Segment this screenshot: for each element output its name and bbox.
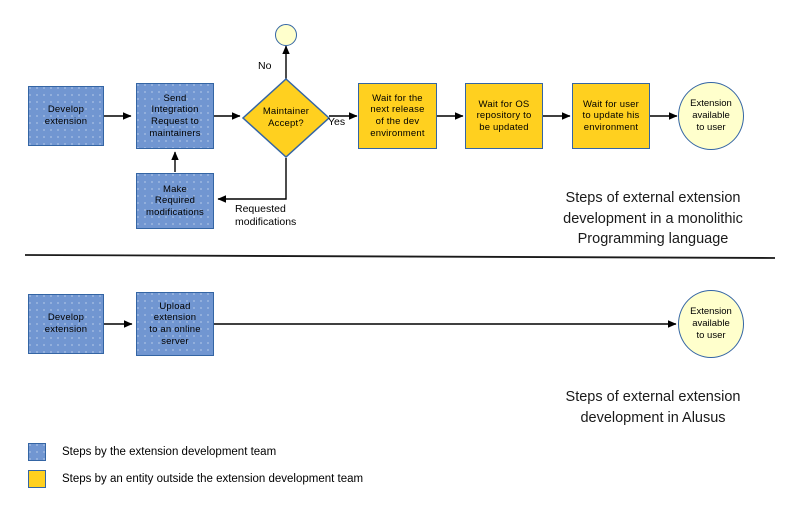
legend-item-yellow: Steps by an entity outside the extension… [28, 470, 363, 488]
section-divider [24, 254, 776, 259]
node-label: Extension available to user [690, 98, 732, 133]
node-develop-extension-2[interactable]: Develop extension [28, 294, 104, 354]
node-stop-circle[interactable] [275, 24, 297, 46]
caption-alusus: Steps of external extension development … [565, 389, 741, 426]
legend-swatch-yellow-icon [28, 470, 46, 488]
node-label: Develop extension [44, 312, 88, 335]
legend-label: Steps by an entity outside the extension… [62, 473, 364, 485]
node-label: Develop extension [44, 104, 88, 127]
legend-item-blue: Steps by the extension development team [28, 443, 276, 461]
node-develop-extension[interactable]: Develop extension [28, 86, 104, 146]
edge-label-no: No [258, 60, 272, 72]
edge-label-yes: Yes [328, 116, 346, 128]
node-label: Upload extension to an online server [149, 300, 201, 347]
node-wait-user-update[interactable]: Wait for user to update his environment [572, 83, 650, 149]
node-upload-extension[interactable]: Upload extension to an online server [136, 292, 214, 356]
caption-monolithic: Steps of external extension development … [563, 190, 743, 248]
node-extension-available[interactable]: Extension available to user [678, 82, 744, 150]
node-wait-next-release[interactable]: Wait for the next release of the dev env… [358, 83, 437, 149]
node-label: Wait for user to update his environment [582, 98, 640, 133]
legend-swatch-blue-icon [28, 443, 46, 461]
edge-requested-modifications [217, 158, 287, 203]
node-label: Wait for OS repository to be updated [476, 98, 532, 133]
node-extension-available-2[interactable]: Extension available to user [678, 290, 744, 358]
node-label: Wait for the next release of the dev env… [370, 92, 425, 139]
edge-label-requested-modifications: Requested modifications [235, 203, 297, 229]
node-send-integration-request[interactable]: Send Integration Request to maintainers [136, 83, 214, 149]
node-wait-os-repository[interactable]: Wait for OS repository to be updated [465, 83, 543, 149]
node-label: Send Integration Request to maintainers [149, 92, 201, 139]
node-make-required-modifications[interactable]: Make Required modifications [136, 173, 214, 229]
node-label: Extension available to user [690, 306, 732, 341]
maintainer-accept-diamond-shape[interactable] [241, 77, 331, 159]
node-label: Maintainer Accept? [262, 106, 310, 129]
node-maintainer-accept[interactable]: Maintainer Accept? [249, 100, 323, 136]
legend-label: Steps by the extension development team [62, 446, 277, 458]
node-label: Make Required modifications [145, 183, 205, 218]
